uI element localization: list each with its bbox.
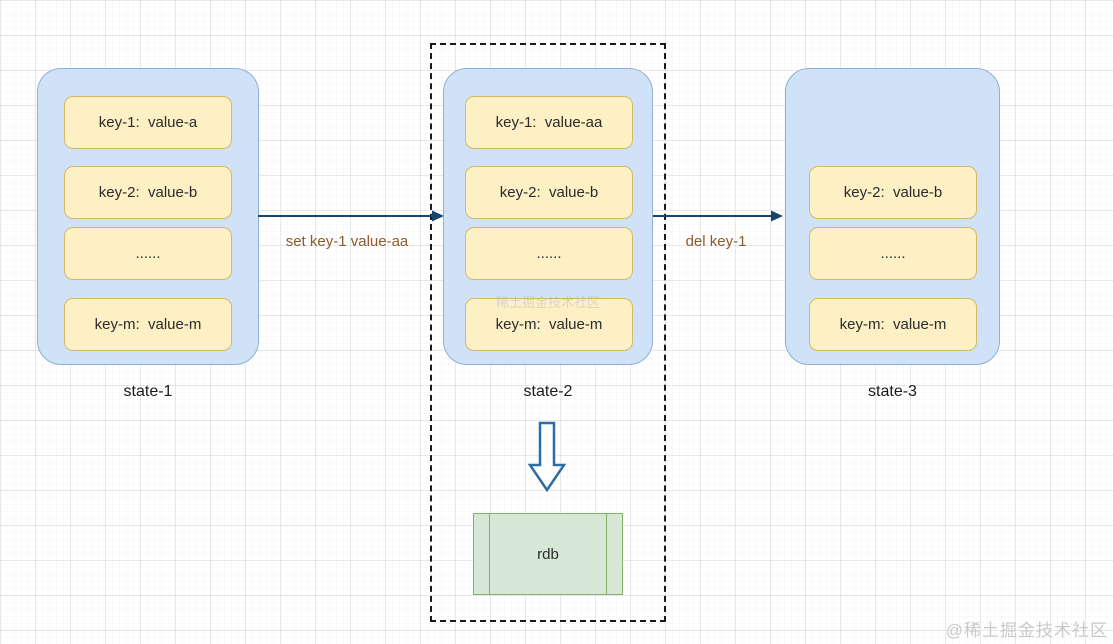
arrow-set-key1: [258, 210, 444, 222]
state-1-label: state-1: [123, 383, 173, 400]
kv-item: key-m: value-m: [465, 298, 633, 351]
block-arrow-down-icon: [527, 421, 567, 493]
arrow-del-key1-label: del key-1: [685, 233, 747, 250]
kv-item: key-2: value-b: [465, 166, 633, 219]
arrow-del-key1: [653, 210, 783, 222]
dashed-region-state-2: [430, 43, 666, 622]
state-2-box: key-1: value-aa key-2: value-b ...... ke…: [443, 68, 653, 365]
state-3-box: key-2: value-b ...... key-m: value-m: [785, 68, 1000, 365]
rdb-label: rdb: [537, 545, 559, 563]
arrow-set-key1-label: set key-1 value-aa: [285, 233, 409, 250]
state-2-label: state-2: [523, 383, 573, 400]
rdb-right-divider: [606, 514, 607, 594]
kv-item: key-1: value-a: [64, 96, 232, 149]
kv-item: ......: [465, 227, 633, 280]
kv-item: key-2: value-b: [809, 166, 977, 219]
state-3-label: state-3: [868, 383, 917, 400]
kv-item: ......: [809, 227, 977, 280]
kv-item: key-m: value-m: [64, 298, 232, 351]
rdb-left-divider: [489, 514, 490, 594]
state-1-box: key-1: value-a key-2: value-b ...... key…: [37, 68, 259, 365]
rdb-box: rdb: [473, 513, 623, 595]
kv-item: key-m: value-m: [809, 298, 977, 351]
watermark-bottom-right: @稀土掘金技术社区: [945, 621, 1108, 640]
kv-item: key-1: value-aa: [465, 96, 633, 149]
kv-item: ......: [64, 227, 232, 280]
kv-item: key-2: value-b: [64, 166, 232, 219]
